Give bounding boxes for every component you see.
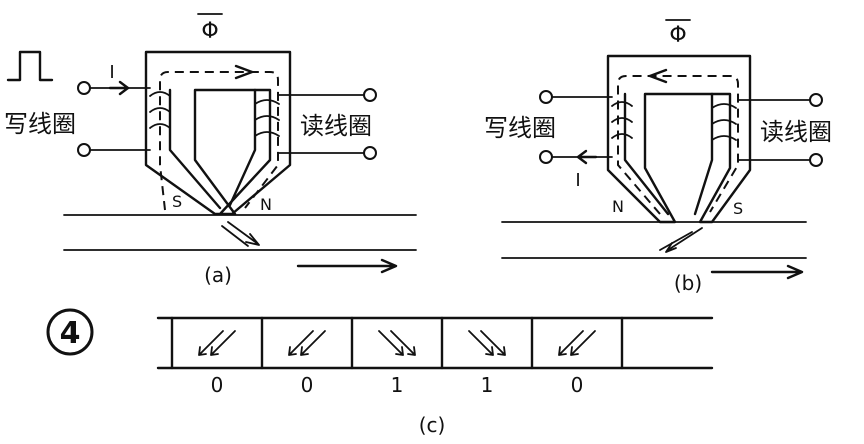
magnetization-arrow2-b bbox=[659, 231, 693, 251]
write-terminal-bottom-a bbox=[77, 143, 91, 157]
figure-number: 4 bbox=[60, 316, 81, 351]
cell-arrows bbox=[198, 330, 596, 356]
read-terminal-bottom-b bbox=[809, 153, 823, 167]
read-coil-label-b: 读线圈 bbox=[760, 118, 832, 146]
core-inner-right-a bbox=[228, 88, 257, 207]
head-core-a bbox=[144, 50, 292, 216]
write-coil-b bbox=[611, 101, 633, 139]
figure-number-circle bbox=[46, 308, 94, 356]
magnetization-arrow-cell-0-0 bbox=[198, 330, 224, 356]
pulse-waveform bbox=[6, 50, 54, 82]
pole-s-b: S bbox=[733, 199, 743, 218]
caption-a: (a) bbox=[204, 263, 232, 287]
read-terminal-bottom-a bbox=[363, 146, 377, 160]
caption-c: (c) bbox=[419, 413, 446, 437]
motion-arrow-a bbox=[296, 258, 398, 274]
write-coil-a bbox=[149, 91, 171, 129]
magnetization-arrow-cell-3-1 bbox=[480, 330, 506, 356]
write-terminal-top-b bbox=[539, 90, 553, 104]
core-inner-left-b bbox=[623, 92, 670, 216]
panel-a: Φ I 写线圈 读线圈 S N (a) bbox=[4, 13, 417, 287]
read-coil-a bbox=[254, 99, 280, 137]
panel-c: 4 0 0 1 1 0 (c) bbox=[46, 308, 714, 437]
pole-n-b: N bbox=[612, 197, 624, 216]
write-terminal-top-a bbox=[77, 81, 91, 95]
bit-label-4: 0 bbox=[571, 373, 584, 397]
motion-arrow-b bbox=[710, 264, 804, 280]
read-terminal-top-a bbox=[363, 88, 377, 102]
caption-b: (b) bbox=[674, 271, 702, 295]
bit-label-2: 1 bbox=[391, 373, 404, 397]
bit-label-1: 0 bbox=[301, 373, 314, 397]
read-coil-b bbox=[711, 103, 737, 141]
magnetization-arrow-cell-1-1 bbox=[300, 330, 326, 356]
bit-label-0: 0 bbox=[211, 373, 224, 397]
flux-label-a: Φ bbox=[201, 19, 218, 44]
panel-b: Φ I 写线圈 读线圈 N S (b) bbox=[484, 19, 832, 295]
magnetization-arrow-cell-1-0 bbox=[288, 330, 314, 356]
write-coil-label-b: 写线圈 bbox=[484, 114, 556, 142]
pole-n-a: N bbox=[260, 195, 272, 214]
flux-path-a bbox=[159, 71, 279, 211]
magnetization-arrow-cell-0-1 bbox=[210, 330, 236, 356]
magnetization-arrow-cell-3-0 bbox=[468, 330, 494, 356]
magnetization-arrow-b bbox=[665, 227, 703, 253]
read-terminal-top-b bbox=[809, 93, 823, 107]
flux-arrow-b bbox=[648, 68, 668, 84]
magnetization-arrow-cell-2-1 bbox=[390, 330, 416, 356]
magnetization-arrow2-a bbox=[221, 225, 249, 247]
magnetization-arrow-a bbox=[227, 221, 260, 246]
current-label-a: I bbox=[109, 62, 114, 83]
flux-path-b bbox=[617, 75, 739, 215]
write-coil-label-a: 写线圈 bbox=[4, 110, 76, 138]
magnetization-arrow-cell-4-1 bbox=[570, 330, 596, 356]
pole-s-a: S bbox=[172, 192, 182, 211]
core-inner-right-b bbox=[693, 92, 714, 216]
current-arrow-b bbox=[576, 149, 598, 165]
head-core-b bbox=[606, 54, 752, 224]
magnetization-arrow-cell-4-0 bbox=[558, 330, 584, 356]
magnetization-arrow-cell-2-0 bbox=[378, 330, 404, 356]
current-label-b: I bbox=[575, 170, 580, 191]
read-coil-label-a: 读线圈 bbox=[300, 112, 372, 140]
write-terminal-bottom-b bbox=[539, 150, 553, 164]
current-arrow-a bbox=[108, 80, 130, 96]
core-inner-left-a bbox=[168, 88, 222, 210]
bit-label-3: 1 bbox=[481, 373, 494, 397]
flux-label-b: Φ bbox=[669, 23, 686, 48]
flux-arrow-a bbox=[234, 64, 254, 80]
